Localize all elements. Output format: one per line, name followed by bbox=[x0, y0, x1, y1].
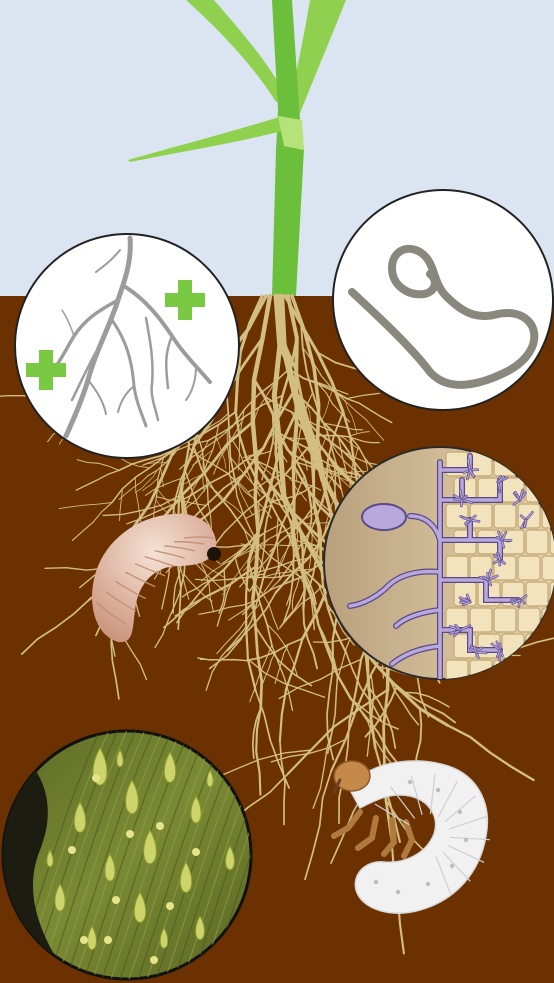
root-cell bbox=[542, 556, 554, 580]
root-cell bbox=[526, 582, 548, 606]
nematode-inset bbox=[333, 190, 553, 410]
healthy-root-inset bbox=[15, 234, 239, 458]
root-cell bbox=[470, 608, 492, 632]
spore bbox=[362, 504, 406, 530]
root-cell bbox=[494, 504, 516, 528]
root-cell bbox=[446, 504, 468, 528]
root-cell bbox=[446, 556, 468, 580]
root-cell bbox=[518, 556, 540, 580]
root-cell bbox=[526, 530, 548, 554]
root-cell bbox=[494, 608, 516, 632]
